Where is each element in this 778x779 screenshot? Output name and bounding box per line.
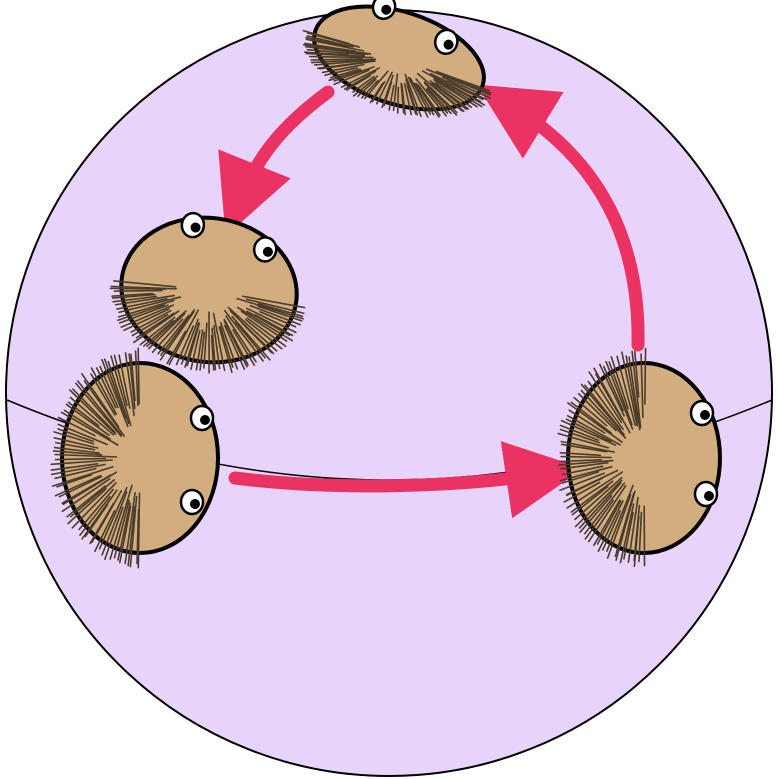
cell-lower-left-eye-1 [189, 404, 215, 432]
cell-upper-left-cilia [109, 280, 306, 374]
arrow-lower-left-to-right [228, 441, 584, 519]
cell-lower-left-cilia [50, 347, 141, 569]
arrows [218, 84, 645, 519]
cell-top-cilia [302, 29, 492, 118]
cell-upper-left-eye-1 [180, 211, 206, 239]
cell-lower-left-eye-2 [179, 488, 205, 516]
cell-upper-left [109, 211, 306, 374]
arrow-right-to-top [476, 84, 645, 352]
cell-upper-left-eye-2 [252, 236, 278, 263]
cell-top-eye-2 [433, 28, 459, 55]
cell-lower-left [50, 347, 220, 569]
cell-right-eye-1 [689, 399, 715, 427]
cell-right-cilia [557, 347, 647, 567]
cell-top [302, 0, 492, 118]
cell-top-eye-1 [371, 0, 397, 21]
cell-right [557, 347, 722, 567]
arrow-top-to-upper-left [218, 85, 335, 237]
cell-right-eye-2 [693, 480, 719, 508]
